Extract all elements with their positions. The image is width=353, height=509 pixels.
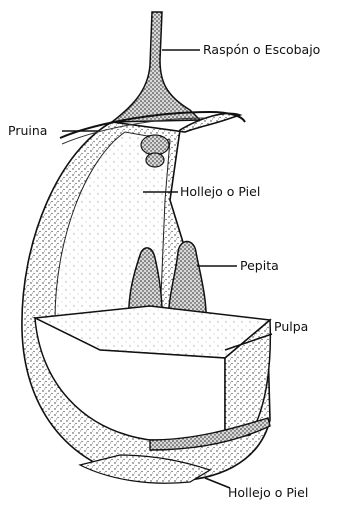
label-skin-upper: Hollejo o Piel [180,184,260,199]
stem [112,12,200,122]
label-bloom: Pruina [8,123,47,138]
label-pulp: Pulpa [274,319,308,334]
label-skin-lower: Hollejo o Piel [228,485,308,500]
leader-skin-lower [205,478,230,488]
label-seed: Pepita [240,258,279,273]
label-stem: Raspón o Escobajo [203,42,320,57]
